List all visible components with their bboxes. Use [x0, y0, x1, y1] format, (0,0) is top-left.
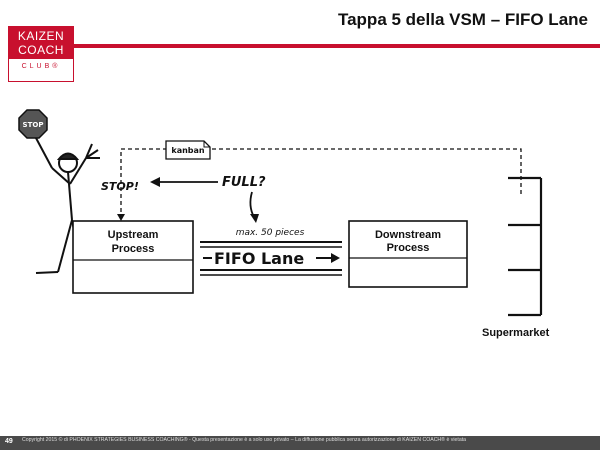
page-title: Tappa 5 della VSM – FIFO Lane	[337, 10, 588, 29]
fifo-lane-diagram: STOP kanban STOP! FULL? max. 50 pieces U…	[18, 109, 550, 339]
fifo-arrowhead	[331, 253, 340, 263]
upstream-label-line2: Process	[112, 243, 155, 255]
supermarket-label: Supermarket	[482, 327, 550, 339]
max-pieces-label: max. 50 pieces	[236, 228, 305, 238]
stop-sign-icon	[18, 109, 48, 139]
stop-sign-label: STOP	[23, 121, 44, 129]
supermarket-icon	[508, 176, 543, 317]
footer-bar: 49 Copyright 2015 © di PHOENIX STRATEGIE…	[0, 436, 600, 450]
full-down-arrow	[249, 191, 255, 218]
kaizen-coach-logo: KAIZEN COACH CLUB®	[8, 26, 74, 82]
upstream-label-line1: Upstream	[108, 229, 159, 241]
logo-line2: COACH	[18, 43, 64, 57]
full-to-stop-arrowhead	[150, 177, 160, 187]
logo-band	[9, 27, 73, 59]
downstream-label-line1: Downstream	[375, 229, 441, 241]
stop-sign-pole	[35, 137, 53, 169]
downstream-label-line2: Process	[387, 242, 430, 254]
downstream-process-box	[348, 220, 468, 288]
kanban-label: kanban	[171, 146, 205, 155]
copyright-text: Copyright 2015 © di PHOENIX STRATEGIES B…	[22, 437, 467, 443]
kanban-signal-line	[120, 148, 522, 216]
logo-line1: KAIZEN	[17, 29, 65, 43]
title-underline	[72, 44, 600, 48]
full-down-arrowhead	[250, 214, 259, 223]
upstream-process-box	[72, 220, 194, 294]
kanban-arrowhead	[117, 214, 125, 221]
kanban-card	[165, 140, 211, 160]
page-number: 49	[5, 438, 13, 445]
fifo-lane-label: FIFO Lane	[214, 249, 304, 268]
logo-club: CLUB®	[21, 63, 61, 70]
stop-label: STOP!	[101, 180, 139, 193]
full-label: FULL?	[222, 175, 266, 190]
